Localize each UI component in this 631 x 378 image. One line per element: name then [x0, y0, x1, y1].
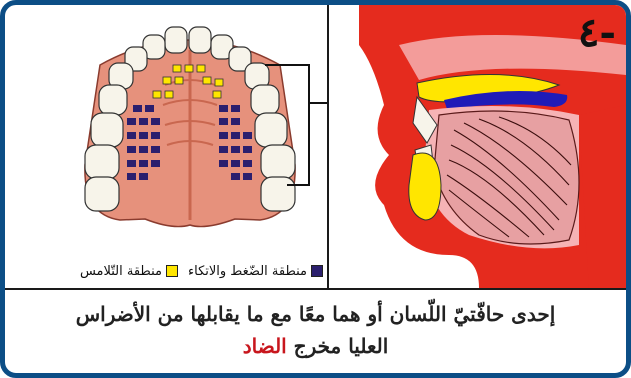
- step-number: ٤-: [578, 13, 616, 53]
- legend-item-contact: منطقة التّلامس: [80, 264, 178, 279]
- palate-illustration: [5, 5, 327, 261]
- palate-panel: منطقة الضّغط والاتكاء منطقة التّلامس: [5, 5, 327, 288]
- pressure-swatch-icon: [311, 265, 323, 277]
- caption-line-1: إحدى حافّتيّ اللّسان أو هما معًا مع ما ي…: [5, 298, 626, 330]
- mandible: [409, 153, 441, 220]
- legend-label-contact: منطقة التّلامس: [80, 264, 162, 279]
- caption: إحدى حافّتيّ اللّسان أو هما معًا مع ما ي…: [5, 290, 626, 373]
- legend: منطقة الضّغط والاتكاء منطقة التّلامس: [13, 261, 323, 281]
- sagittal-panel: ٤-: [329, 5, 626, 288]
- contact-swatch-icon: [166, 265, 178, 277]
- caption-line-2-prefix: العليا مخرج: [287, 334, 389, 358]
- legend-label-pressure: منطقة الضّغط والاتكاء: [188, 264, 307, 279]
- caption-highlight: الضاد: [243, 334, 287, 358]
- legend-item-pressure: منطقة الضّغط والاتكاء: [188, 264, 323, 279]
- caption-line-2: العليا مخرج الضاد: [5, 330, 626, 362]
